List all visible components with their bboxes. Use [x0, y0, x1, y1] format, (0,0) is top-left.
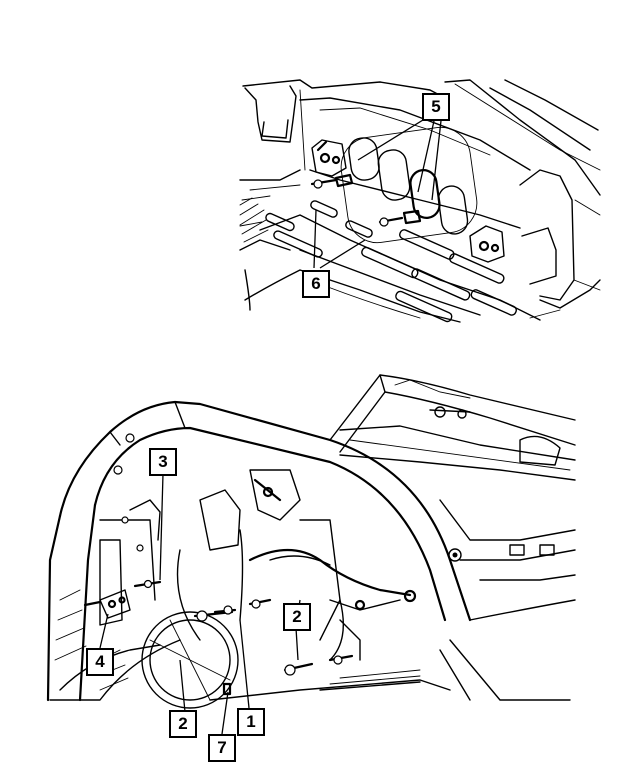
- callout-1: 1: [237, 708, 265, 736]
- callout-5: 5: [422, 93, 450, 121]
- callout-7: 7: [208, 734, 236, 762]
- callout-6: 6: [302, 270, 330, 298]
- callout-2-right: 2: [283, 603, 311, 631]
- callout-4: 4: [86, 648, 114, 676]
- top-detail-view: [239, 79, 601, 323]
- callout-3: 3: [149, 448, 177, 476]
- callout-2-left: 2: [169, 710, 197, 738]
- bottom-main-view: [46, 374, 576, 735]
